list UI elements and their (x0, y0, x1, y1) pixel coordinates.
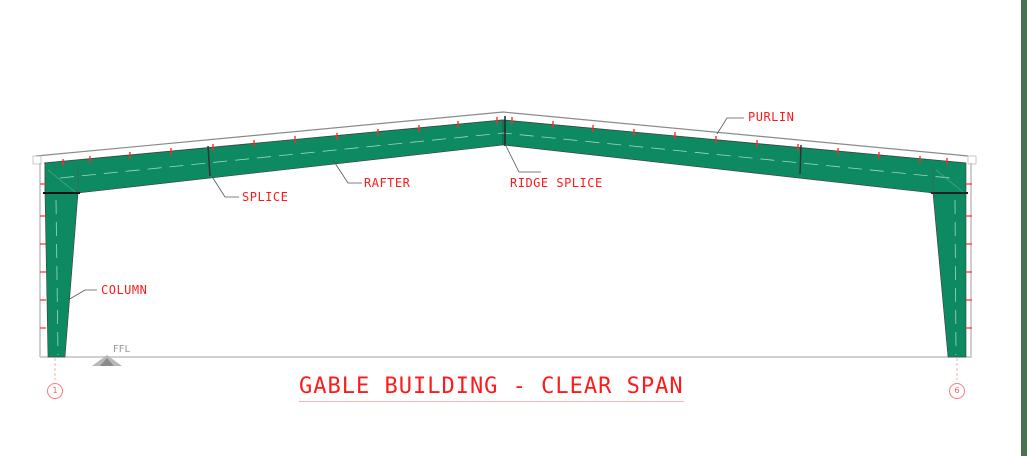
right-splice (799, 144, 802, 175)
rafter-label: RAFTER (364, 176, 411, 190)
ridge-splice-leader (504, 143, 541, 173)
left-rafter (44, 119, 504, 194)
right-column (932, 192, 967, 358)
side-border-strip (1021, 0, 1027, 456)
diagram-title: GABLE BUILDING - CLEAR SPAN (299, 374, 684, 402)
splice-leader (210, 174, 239, 198)
roof-line (35, 111, 969, 157)
ridge-splice-label: RIDGE SPLICE (510, 176, 603, 190)
purlin-label: PURLIN (748, 110, 795, 124)
girts (40, 183, 972, 329)
rafter-leader (332, 159, 362, 184)
column-label: COLUMN (101, 283, 148, 297)
gridline-bubble-1: 1 (47, 383, 63, 399)
gridline-bubble-6: 6 (949, 383, 965, 399)
left-splice (207, 145, 211, 177)
purlins (62, 117, 948, 166)
ffl-marker (92, 355, 122, 366)
splice-label: SPLICE (242, 190, 289, 204)
column-leader (67, 289, 97, 301)
rigid-frame (44, 119, 967, 358)
ffl-label: FFL (113, 344, 131, 355)
purlin-leader (716, 117, 744, 135)
